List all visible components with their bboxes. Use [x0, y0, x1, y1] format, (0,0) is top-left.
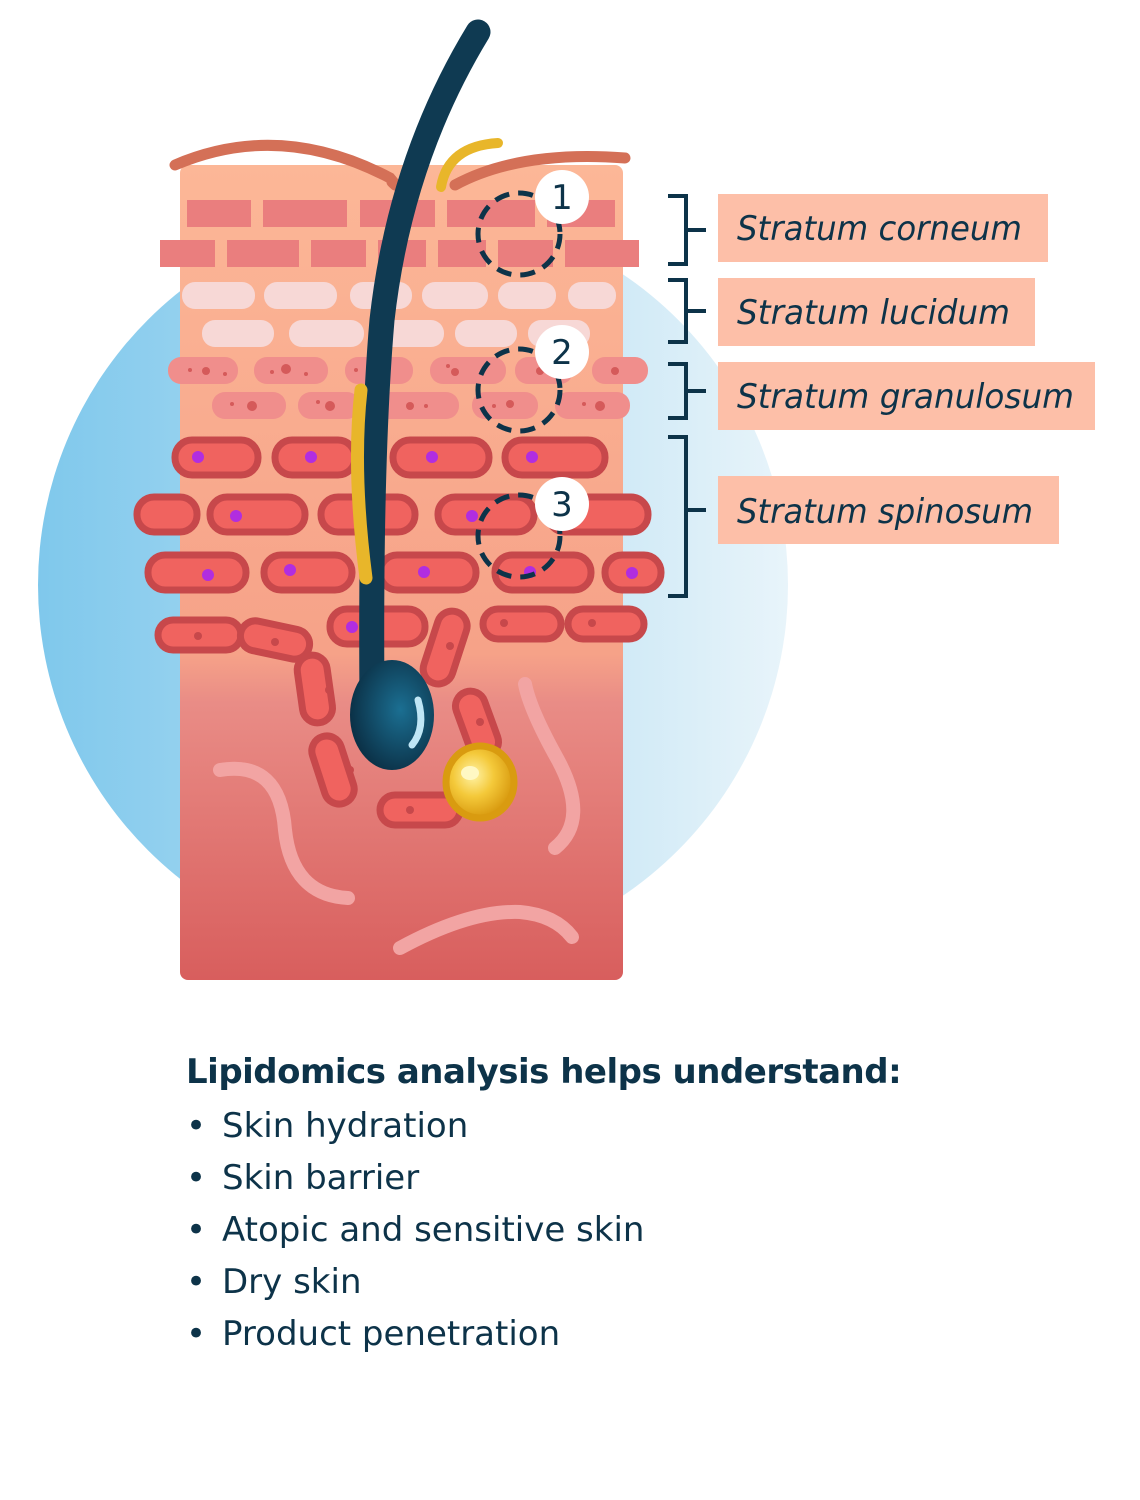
dashed-circle-1: [475, 190, 563, 278]
sample-markers: 1 2 3: [475, 170, 589, 580]
list-item: • Skin hydration: [186, 1100, 1086, 1152]
follicle-cell-dots: [194, 619, 596, 814]
list-item: • Atopic and sensitive skin: [186, 1204, 1086, 1256]
layer-labels: Stratum corneum Stratum lucidum Stratum …: [718, 194, 1095, 544]
label-box-granulosum: [718, 362, 1095, 430]
bullet-icon: •: [186, 1210, 207, 1250]
skin-diagram: 1 2 3 Stratum corneum Stratum lucidum St…: [38, 19, 1095, 980]
marker-number-1: 1: [551, 178, 573, 218]
bullet-icon: •: [186, 1262, 207, 1302]
label-stratum-lucidum: Stratum lucidum: [737, 293, 1010, 333]
bracket-spinosum: [668, 435, 706, 598]
lipidomics-section: Lipidomics analysis helps understand: • S…: [186, 1052, 1086, 1360]
granulosum-cells: [168, 357, 648, 419]
list-item-text: Product penetration: [222, 1314, 561, 1354]
bullet-icon: •: [186, 1106, 207, 1146]
dashed-circle-3: [475, 492, 563, 580]
list-item-text: Dry skin: [222, 1262, 362, 1302]
dermis-fibers: [213, 677, 581, 955]
hair-follicle: [350, 19, 503, 770]
list-item-text: Skin barrier: [222, 1158, 420, 1198]
label-stratum-spinosum: Stratum spinosum: [737, 492, 1033, 532]
marker-number-2: 2: [551, 333, 573, 373]
dashed-circle-2: [475, 346, 563, 434]
label-stratum-corneum: Stratum corneum: [737, 209, 1022, 249]
bullet-icon: •: [186, 1158, 207, 1198]
label-stratum-granulosum: Stratum granulosum: [737, 377, 1074, 417]
label-box-corneum: [718, 194, 1048, 262]
lipidomics-list: • Skin hydration • Skin barrier • Atopic an…: [186, 1100, 1086, 1360]
cell-nuclei: [192, 451, 638, 633]
marker-number-3: 3: [551, 485, 573, 525]
bracket-lucidum: [668, 278, 706, 344]
bracket-corneum: [668, 194, 706, 266]
sebaceous-gland: [442, 742, 518, 822]
list-item: • Skin barrier: [186, 1152, 1086, 1204]
layer-brackets: [668, 194, 706, 598]
bracket-granulosum: [668, 362, 706, 420]
bullet-icon: •: [186, 1314, 207, 1354]
lipidomics-heading: Lipidomics analysis helps understand:: [186, 1052, 902, 1092]
label-box-lucidum: [718, 278, 1035, 346]
label-box-spinosum: [718, 476, 1059, 544]
list-item-text: Atopic and sensitive skin: [222, 1210, 645, 1250]
list-item: • Product penetration: [186, 1308, 1086, 1360]
list-item: • Dry skin: [186, 1256, 1086, 1308]
list-item-text: Skin hydration: [222, 1106, 469, 1146]
